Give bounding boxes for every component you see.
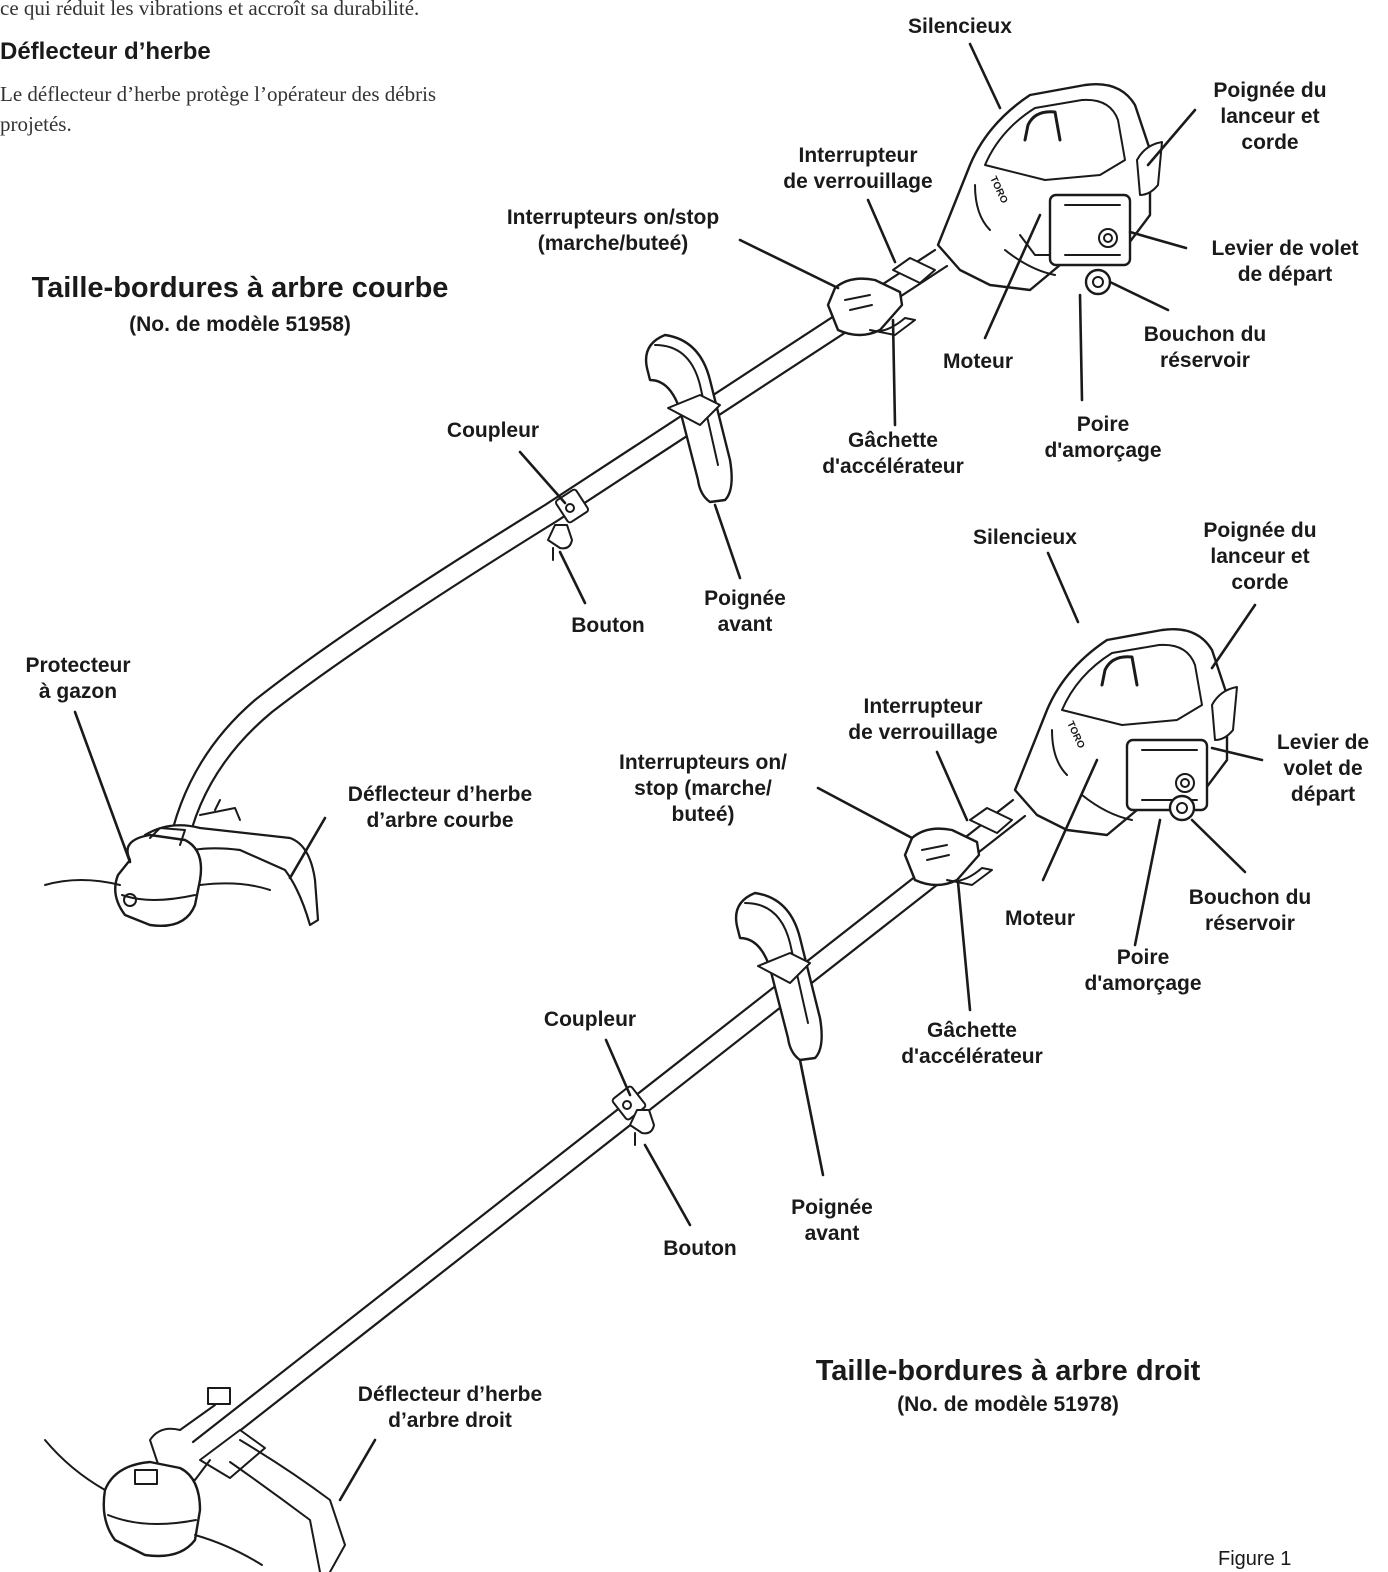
label-bouchon-2: Bouchon du réservoir [1189,885,1311,937]
label-interrupteurs-on-stop-2: Interrupteurs on/ stop (marche/ buteé) [619,750,787,828]
label-moteur: Moteur [943,349,1013,375]
label-levier-volet-2: Levier de volet de départ [1277,730,1369,808]
label-deflecteur-droit: Déflecteur d’herbe d’arbre droit [358,1382,542,1434]
label-gachette-2: Gâchette d'accélérateur [901,1018,1043,1070]
straight-trimmer-model: (No. de modèle 51978) [897,1393,1119,1417]
label-poire-2: Poire d'amorçage [1084,945,1201,997]
label-poignee-lanceur-2: Poignée du lanceur et corde [1203,518,1316,596]
label-poignee-avant: Poignée avant [704,586,786,638]
label-silencieux: Silencieux [908,14,1012,40]
figure-caption: Figure 1 [1218,1548,1291,1571]
label-interrupteur-verrouillage: Interrupteur de verrouillage [783,143,932,195]
curved-trimmer-model: (No. de modèle 51958) [129,313,351,337]
label-interrupteur-verrouillage-2: Interrupteur de verrouillage [848,694,997,746]
label-deflecteur-courbe: Déflecteur d’herbe d’arbre courbe [348,782,532,834]
label-poignee-lanceur: Poignée du lanceur et corde [1213,78,1326,156]
label-moteur-2: Moteur [1005,906,1075,932]
label-bouton-2: Bouton [663,1236,736,1262]
straight-trimmer-title: Taille-bordures à arbre droit [816,1355,1201,1388]
label-poire: Poire d'amorçage [1044,412,1161,464]
label-silencieux-2: Silencieux [973,525,1077,551]
label-levier-volet: Levier de volet de départ [1211,236,1358,288]
label-coupleur: Coupleur [447,418,539,444]
label-bouchon: Bouchon du réservoir [1144,322,1266,374]
label-bouton: Bouton [571,613,644,639]
label-protecteur: Protecteur à gazon [25,653,130,705]
label-poignee-avant-2: Poignée avant [791,1195,873,1247]
label-interrupteurs-on-stop: Interrupteurs on/stop (marche/buteé) [507,205,719,257]
label-coupleur-2: Coupleur [544,1007,636,1033]
label-gachette: Gâchette d'accélérateur [822,428,964,480]
curved-trimmer-title: Taille-bordures à arbre courbe [32,272,449,305]
